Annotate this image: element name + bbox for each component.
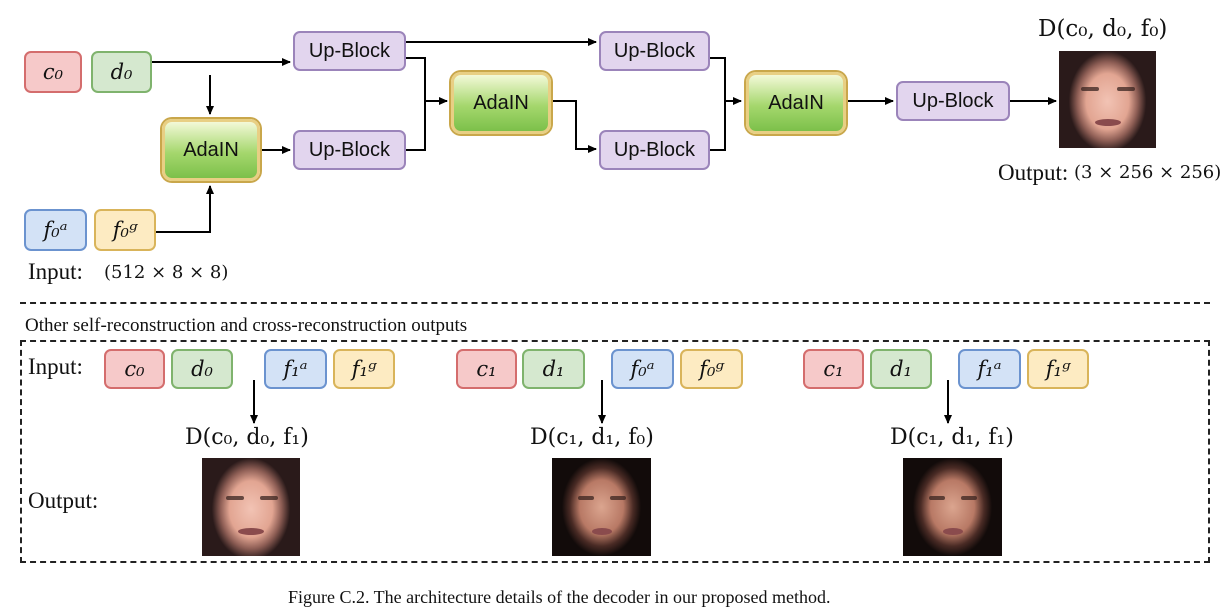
g1-f1g-box: f₁ᵍ [333,349,395,389]
c0-box: c₀ [24,51,82,93]
g2-f0a-box: f₀ᵃ [611,349,674,389]
top-output-formula: D(c₀, d₀, f₀) [1038,16,1168,42]
output-face-image-top [1059,51,1156,148]
g1-output-face-image [202,458,300,556]
g1-d0-box: d₀ [171,349,233,389]
bottom-panel [20,340,1210,563]
bottom-input-label: Input: [28,354,83,379]
top-output-label: Output: [998,160,1069,185]
adain-block-left: AdaIN [162,119,260,181]
g1-f1a-box: f₁ᵃ [264,349,327,389]
top-output-dims: (3 × 256 × 256) [1074,162,1222,183]
g3-formula: D(c₁, d₁, f₁) [890,425,1014,450]
g2-f0g-box: f₀ᵍ [680,349,743,389]
g2-d1-box: d₁ [522,349,585,389]
g3-output-face-image [903,458,1002,556]
g2-output-face-image [552,458,651,556]
bottom-section-title: Other self-reconstruction and cross-reco… [25,315,468,336]
f0a-box: f₀ᵃ [24,209,87,251]
d0-box: d₀ [91,51,152,93]
g3-f1a-box: f₁ᵃ [958,349,1021,389]
g2-formula: D(c₁, d₁, f₀) [530,425,654,450]
top-input-label: Input: [28,259,83,284]
g3-d1-box: d₁ [870,349,932,389]
g1-formula: D(c₀, d₀, f₁) [185,425,309,450]
section-separator [20,302,1210,304]
up-block-right: Up-Block [896,81,1010,121]
bottom-output-label: Output: [28,488,99,513]
top-input-dims: (512 × 8 × 8) [104,262,229,283]
up-block-top-left: Up-Block [293,31,406,71]
g3-c1-box: c₁ [803,349,864,389]
g2-c1-box: c₁ [456,349,517,389]
up-block-top-middle: Up-Block [599,31,710,71]
figure-caption: Figure C.2. The architecture details of … [288,587,831,607]
adain-block-right: AdaIN [746,72,846,134]
up-block-bottom-left: Up-Block [293,130,406,170]
g1-c0-box: c₀ [104,349,165,389]
f0g-box: f₀ᵍ [94,209,156,251]
g3-f1g-box: f₁ᵍ [1027,349,1089,389]
up-block-bottom-middle: Up-Block [599,130,710,170]
adain-block-middle: AdaIN [451,72,551,134]
